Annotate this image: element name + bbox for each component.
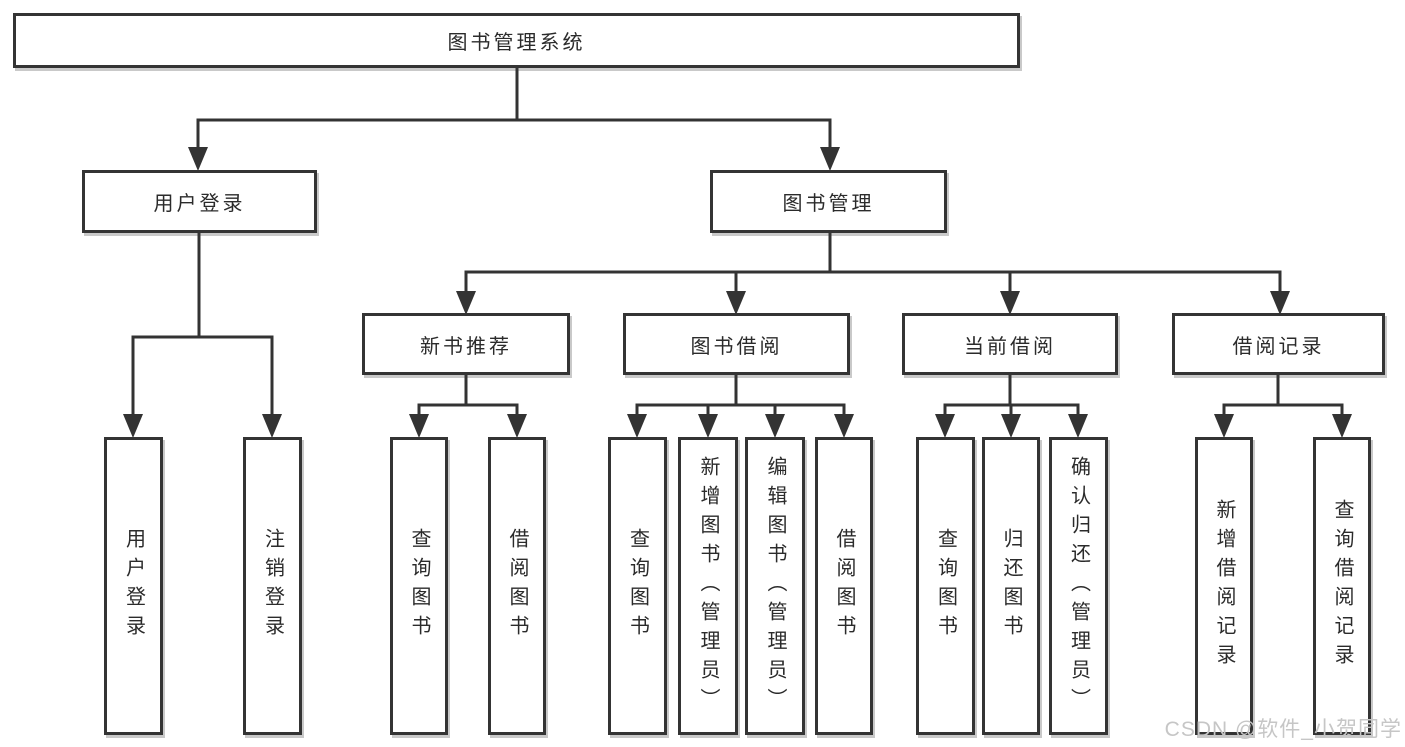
node-new-book: 新书推荐 xyxy=(362,313,570,375)
arrow-down-icon xyxy=(262,414,282,438)
arrow-down-icon xyxy=(1214,414,1234,438)
leaf-borrow-query: 查询图书 xyxy=(608,437,667,735)
leaf-label: 编辑图书（管理员） xyxy=(764,455,786,717)
leaf-borrow-borrow: 借阅图书 xyxy=(815,437,873,735)
node-borrow-records: 借阅记录 xyxy=(1172,313,1385,375)
arrow-down-icon xyxy=(726,291,746,315)
arrow-down-icon xyxy=(820,147,840,171)
node-new-book-label: 新书推荐 xyxy=(420,335,512,358)
connector-current-borrow xyxy=(943,373,1080,418)
node-root: 图书管理系统 xyxy=(13,13,1020,68)
leaf-borrow-edit-admin: 编辑图书（管理员） xyxy=(745,437,805,735)
leaf-label: 查询图书 xyxy=(626,528,649,644)
node-borrow-records-label: 借阅记录 xyxy=(1232,335,1325,358)
arrow-down-icon xyxy=(1270,291,1290,315)
node-current-borrow: 当前借阅 xyxy=(902,313,1118,375)
node-user-login-label: 用户登录 xyxy=(153,193,246,215)
leaf-label: 用户登录 xyxy=(122,528,145,644)
leaf-record-add: 新增借阅记录 xyxy=(1195,437,1253,735)
leaf-label: 新增借阅记录 xyxy=(1213,499,1235,673)
leaf-label: 注销登录 xyxy=(261,528,284,644)
node-root-label: 图书管理系统 xyxy=(447,32,586,54)
node-current-borrow-label: 当前借阅 xyxy=(964,335,1056,358)
node-book-borrow-label: 图书借阅 xyxy=(690,335,783,358)
leaf-label: 查询图书 xyxy=(408,528,430,644)
arrow-down-icon xyxy=(627,414,647,438)
leaf-logout: 注销登录 xyxy=(243,437,302,735)
arrow-down-icon xyxy=(507,414,527,438)
arrow-down-icon xyxy=(1001,414,1021,438)
arrow-down-icon xyxy=(698,414,718,438)
leaf-current-confirm-admin: 确认归还（管理员） xyxy=(1049,437,1108,735)
leaf-newbook-query: 查询图书 xyxy=(390,437,448,735)
arrow-down-icon xyxy=(456,291,476,315)
connector-new-book xyxy=(417,373,519,418)
node-book-mgmt: 图书管理 xyxy=(710,170,947,233)
leaf-label: 借阅图书 xyxy=(833,528,855,644)
leaf-label: 归还图书 xyxy=(1000,528,1022,644)
csdn-watermark: CSDN @软件_小贺同学 xyxy=(1164,718,1402,741)
connector-root xyxy=(196,66,832,152)
leaf-borrow-add-admin: 新增图书（管理员） xyxy=(678,437,738,735)
arrow-down-icon xyxy=(1332,414,1352,438)
leaf-newbook-borrow: 借阅图书 xyxy=(488,437,546,735)
connector-book-mgmt xyxy=(464,231,1282,295)
leaf-user-login: 用户登录 xyxy=(104,437,163,735)
connector-user-login xyxy=(131,231,274,418)
node-book-borrow: 图书借阅 xyxy=(623,313,850,375)
leaf-label: 查询图书 xyxy=(934,528,957,644)
leaf-label: 确认归还（管理员） xyxy=(1067,455,1090,717)
arrow-down-icon xyxy=(834,414,854,438)
arrow-down-icon xyxy=(765,414,785,438)
node-user-login: 用户登录 xyxy=(82,170,317,233)
arrow-down-icon xyxy=(188,147,208,171)
connector-book-borrow xyxy=(635,373,846,418)
leaf-label: 查询借阅记录 xyxy=(1331,499,1353,673)
leaf-current-query: 查询图书 xyxy=(916,437,975,735)
arrow-down-icon xyxy=(1068,414,1088,438)
arrow-down-icon xyxy=(935,414,955,438)
arrow-down-icon xyxy=(1000,291,1020,315)
leaf-label: 借阅图书 xyxy=(506,528,528,644)
connector-borrow-records xyxy=(1222,373,1344,418)
leaf-record-query: 查询借阅记录 xyxy=(1313,437,1371,735)
arrow-down-icon xyxy=(123,414,143,438)
leaf-label: 新增图书（管理员） xyxy=(697,455,719,717)
leaf-current-return: 归还图书 xyxy=(982,437,1040,735)
node-book-mgmt-label: 图书管理 xyxy=(782,193,875,215)
arrow-down-icon xyxy=(409,414,429,438)
